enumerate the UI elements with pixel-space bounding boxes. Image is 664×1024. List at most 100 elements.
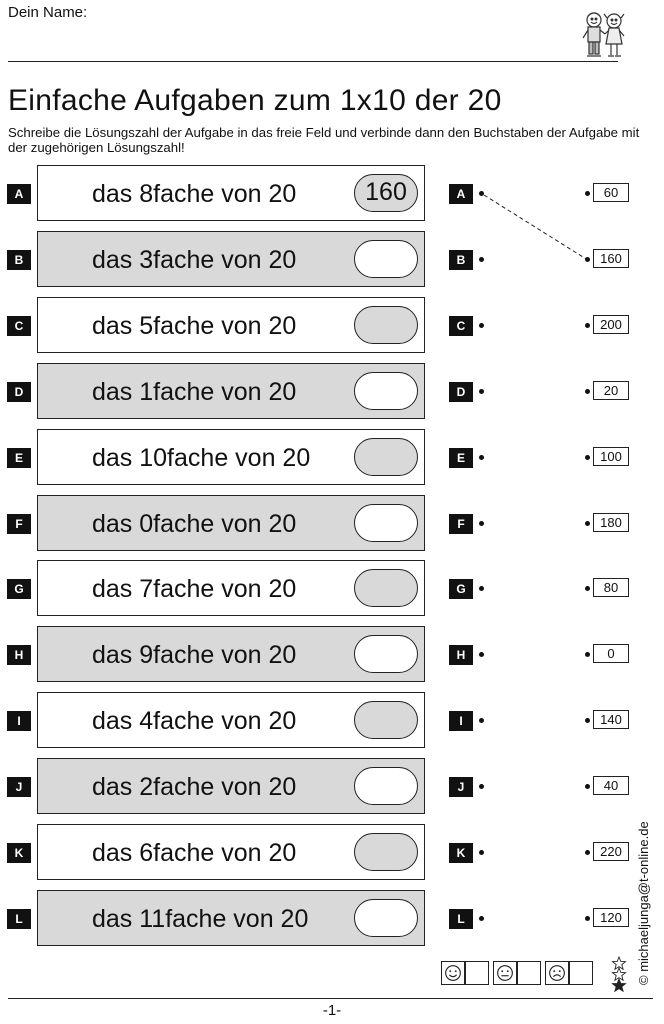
sad-face-icon[interactable] [545, 961, 569, 985]
solution-connect-dot[interactable] [585, 520, 590, 526]
task-letter-badge: J [7, 777, 31, 798]
rating-box-sad[interactable] [569, 961, 593, 985]
solution-connect-dot[interactable] [585, 915, 590, 921]
solution-number-box: 120 [593, 907, 629, 927]
letter-connect-dot[interactable] [479, 388, 484, 394]
letter-connect-dot[interactable] [479, 718, 484, 724]
letter-connect-dot[interactable] [479, 520, 484, 526]
copyright-notice: © michaeljunga@t-online.de [636, 821, 651, 985]
letter-connect-dot[interactable] [479, 191, 484, 196]
task-box: das 4fache von 20 [37, 692, 425, 749]
letter-connect-dot[interactable] [479, 850, 484, 855]
letter-connect-dot[interactable] [479, 256, 484, 262]
match-letter-badge: E [449, 447, 473, 468]
solution-connect-dot[interactable] [585, 454, 590, 460]
letter-connect-dot[interactable] [479, 652, 484, 658]
solution-connect-dot[interactable] [585, 784, 590, 790]
match-letter-badge: H [449, 645, 473, 666]
task-box: das 9fache von 20 [37, 626, 425, 683]
letter-connect-dot[interactable] [479, 784, 484, 790]
rating-stars-icon [611, 956, 627, 992]
task-box: das 7fache von 20 [37, 560, 425, 617]
answer-field[interactable] [354, 833, 418, 871]
letter-connect-dot[interactable] [479, 586, 484, 592]
answer-field[interactable] [354, 239, 418, 278]
match-letter-badge: K [449, 843, 473, 863]
match-letter-badge: L [449, 908, 473, 929]
task-text: das 11fache von 20 [92, 904, 309, 933]
task-box: das 0fache von 20 [37, 494, 425, 551]
solution-connect-dot[interactable] [585, 718, 590, 724]
solution-number-box: 160 [593, 248, 629, 268]
task-text: das 6fache von 20 [92, 839, 297, 867]
task-letter-badge: E [7, 447, 31, 468]
answer-field[interactable] [354, 305, 418, 344]
solution-connect-dot[interactable] [585, 388, 590, 394]
solution-connect-dot[interactable] [585, 256, 590, 262]
solution-number-box: 140 [593, 710, 629, 730]
rating-box-happy[interactable] [465, 961, 489, 985]
task-text: das 1fache von 20 [92, 377, 297, 406]
solution-connect-dot[interactable] [585, 652, 590, 658]
answer-field[interactable] [354, 767, 418, 806]
task-box: das 1fache von 20 [37, 362, 425, 419]
task-letter-badge: I [7, 711, 31, 732]
solution-number-box: 0 [593, 644, 629, 664]
footer-line [8, 998, 653, 999]
task-box: das 10fache von 20 [37, 428, 425, 485]
match-letter-badge: D [449, 381, 473, 402]
task-text: das 0fache von 20 [92, 509, 297, 538]
answer-field[interactable] [354, 701, 418, 740]
letter-connect-dot[interactable] [479, 915, 484, 921]
task-text: das 5fache von 20 [92, 311, 297, 340]
task-box: das 3fache von 20 [37, 230, 425, 287]
answer-field[interactable] [354, 635, 418, 674]
task-text: das 8fache von 20 [92, 180, 297, 208]
solution-number-box: 80 [593, 578, 629, 598]
happy-face-icon[interactable] [441, 961, 465, 985]
solution-number-box: 100 [593, 446, 629, 466]
task-letter-badge: L [7, 908, 31, 929]
task-text: das 3fache von 20 [92, 245, 297, 274]
task-text: das 9fache von 20 [92, 641, 297, 670]
answer-field[interactable] [354, 569, 418, 608]
answer-field[interactable] [354, 898, 418, 937]
task-box: das 5fache von 20 [37, 296, 425, 353]
task-text: das 4fache von 20 [92, 707, 297, 736]
solution-connect-dot[interactable] [585, 191, 590, 196]
answer-field[interactable]: 160 [354, 174, 418, 212]
task-letter-badge: F [7, 513, 31, 534]
answer-field[interactable] [354, 503, 418, 542]
task-letter-badge: B [7, 249, 31, 270]
match-letter-badge: A [449, 184, 473, 204]
letter-connect-dot[interactable] [479, 322, 484, 328]
solution-number-box: 20 [593, 380, 629, 400]
task-box: das 11fache von 20 [37, 889, 425, 946]
match-letter-badge: G [449, 579, 473, 600]
solution-connect-dot[interactable] [585, 850, 590, 855]
name-write-line[interactable] [8, 61, 618, 62]
task-box: das 2fache von 20 [37, 758, 425, 815]
task-box: das 6fache von 20 [37, 824, 425, 880]
page-number: -1- [322, 1002, 342, 1019]
task-text: das 7fache von 20 [92, 575, 297, 604]
task-box: das 8fache von 20 160 [37, 165, 425, 221]
solution-number-box: 180 [593, 512, 629, 532]
rating-box-neutral[interactable] [517, 961, 541, 985]
solution-connect-dot[interactable] [585, 586, 590, 592]
solution-connect-dot[interactable] [585, 322, 590, 328]
answer-field[interactable] [354, 437, 418, 476]
match-letter-badge: J [449, 777, 473, 798]
letter-connect-dot[interactable] [479, 454, 484, 460]
answer-field[interactable] [354, 371, 418, 410]
neutral-face-icon[interactable] [493, 961, 517, 985]
task-text: das 10fache von 20 [92, 443, 311, 472]
